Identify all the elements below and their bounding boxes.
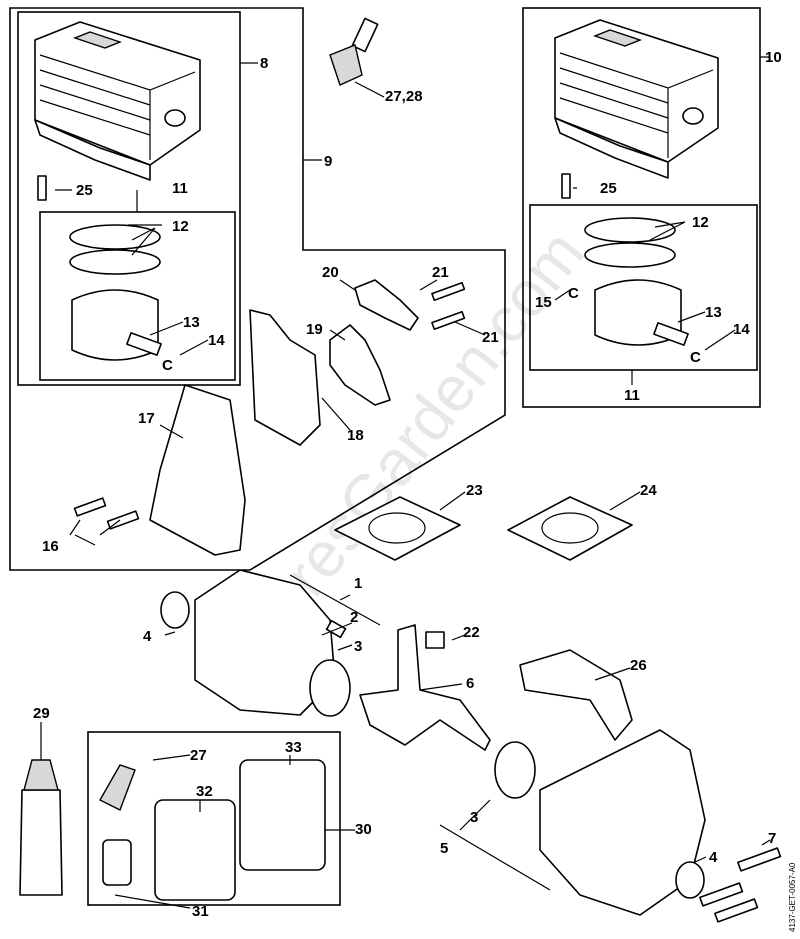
label-29: 29	[33, 705, 50, 722]
circlip-left: C	[162, 357, 173, 374]
label-12-right: 12	[692, 214, 709, 231]
label-5: 5	[440, 840, 448, 857]
label-3b: 3	[470, 809, 478, 826]
bearing-3b	[494, 741, 536, 799]
piston-ring-left-1	[69, 224, 161, 250]
piston-ring-right-2	[584, 242, 676, 268]
gasket-18	[249, 309, 321, 446]
label-32: 32	[196, 783, 213, 800]
cylinder-left	[34, 21, 201, 181]
label-22: 22	[463, 624, 480, 641]
label-14-left: 14	[208, 332, 225, 349]
grease-tube-29	[19, 759, 63, 896]
label-3a: 3	[354, 638, 362, 655]
piston-pin-left	[126, 332, 162, 356]
label-30: 30	[355, 821, 372, 838]
needle-cage-22	[425, 631, 445, 649]
label-13-right: 13	[705, 304, 722, 321]
label-4b: 4	[709, 849, 718, 866]
label-2: 2	[350, 609, 358, 626]
screw-7c	[714, 898, 759, 923]
label-31: 31	[192, 903, 209, 920]
screw-7a	[737, 847, 782, 872]
piston-ring-left-2	[69, 249, 161, 275]
piston-ring-right-1	[584, 217, 676, 243]
label-23: 23	[466, 482, 483, 499]
label-17: 17	[138, 410, 155, 427]
bearing-3a	[309, 659, 351, 717]
gasket-24	[507, 496, 633, 561]
label-10: 10	[765, 49, 782, 66]
spark-plug-27	[99, 764, 136, 811]
manifold-20	[354, 279, 419, 331]
leader-lines	[40, 56, 771, 909]
label-12-left: 12	[172, 218, 189, 235]
crankshaft-6	[359, 624, 491, 751]
screw-21a	[431, 281, 466, 302]
label-15: 15	[535, 294, 552, 311]
drawing-code: 4137-GET-0057-A0	[788, 862, 797, 932]
piston-pin-right	[653, 322, 689, 346]
air-filter-32	[154, 799, 236, 901]
label-27: 27	[190, 747, 207, 764]
label-24: 24	[640, 482, 657, 499]
label-11-right: 11	[624, 387, 640, 404]
label-6: 6	[466, 675, 474, 692]
label-20: 20	[322, 264, 339, 281]
label-27-28: 27,28	[385, 88, 423, 105]
spark-plug	[329, 17, 379, 86]
gasket-23	[334, 496, 461, 561]
group-frame-30	[87, 731, 341, 906]
label-33: 33	[285, 739, 302, 756]
part-labels: 8 27,28 9 10 25 25 11 11 12 12 13 13 14 …	[33, 49, 782, 920]
carburetor-flange-19	[329, 324, 391, 406]
crankcase-half-2	[539, 729, 706, 916]
label-7: 7	[768, 830, 776, 847]
group-frame-9	[9, 7, 506, 571]
screw-21b	[431, 310, 466, 331]
label-9: 9	[324, 153, 332, 170]
label-16: 16	[42, 538, 59, 555]
seal-4a	[160, 591, 190, 629]
screw-7b	[699, 882, 744, 907]
label-8: 8	[260, 55, 268, 72]
label-14-right: 14	[733, 321, 750, 338]
label-11-left: 11	[172, 180, 188, 197]
label-21a: 21	[432, 264, 449, 281]
circlip-right: C	[690, 349, 701, 366]
label-25-right: 25	[600, 180, 617, 197]
label-19: 19	[306, 321, 323, 338]
label-4a: 4	[143, 628, 152, 645]
screw-25-left	[37, 175, 47, 201]
fuel-filter-31	[102, 839, 132, 886]
screw-25-right	[561, 173, 571, 199]
label-21b: 21	[482, 329, 499, 346]
seal-4b	[675, 861, 705, 899]
group-frame-10	[522, 7, 761, 408]
screw-16b	[106, 510, 140, 530]
label-26: 26	[630, 657, 647, 674]
circlip-15: C	[568, 285, 579, 302]
group-frame-8	[17, 11, 241, 386]
label-25-left: 25	[76, 182, 93, 199]
deflector-26	[519, 649, 633, 741]
cylinder-right	[554, 19, 719, 179]
label-13-left: 13	[183, 314, 200, 331]
air-filter-33	[239, 759, 326, 871]
screw-16a	[73, 497, 107, 517]
baffle-17	[149, 384, 246, 556]
label-18: 18	[347, 427, 364, 444]
label-1: 1	[354, 575, 362, 592]
group-frame-11-right	[529, 204, 758, 371]
